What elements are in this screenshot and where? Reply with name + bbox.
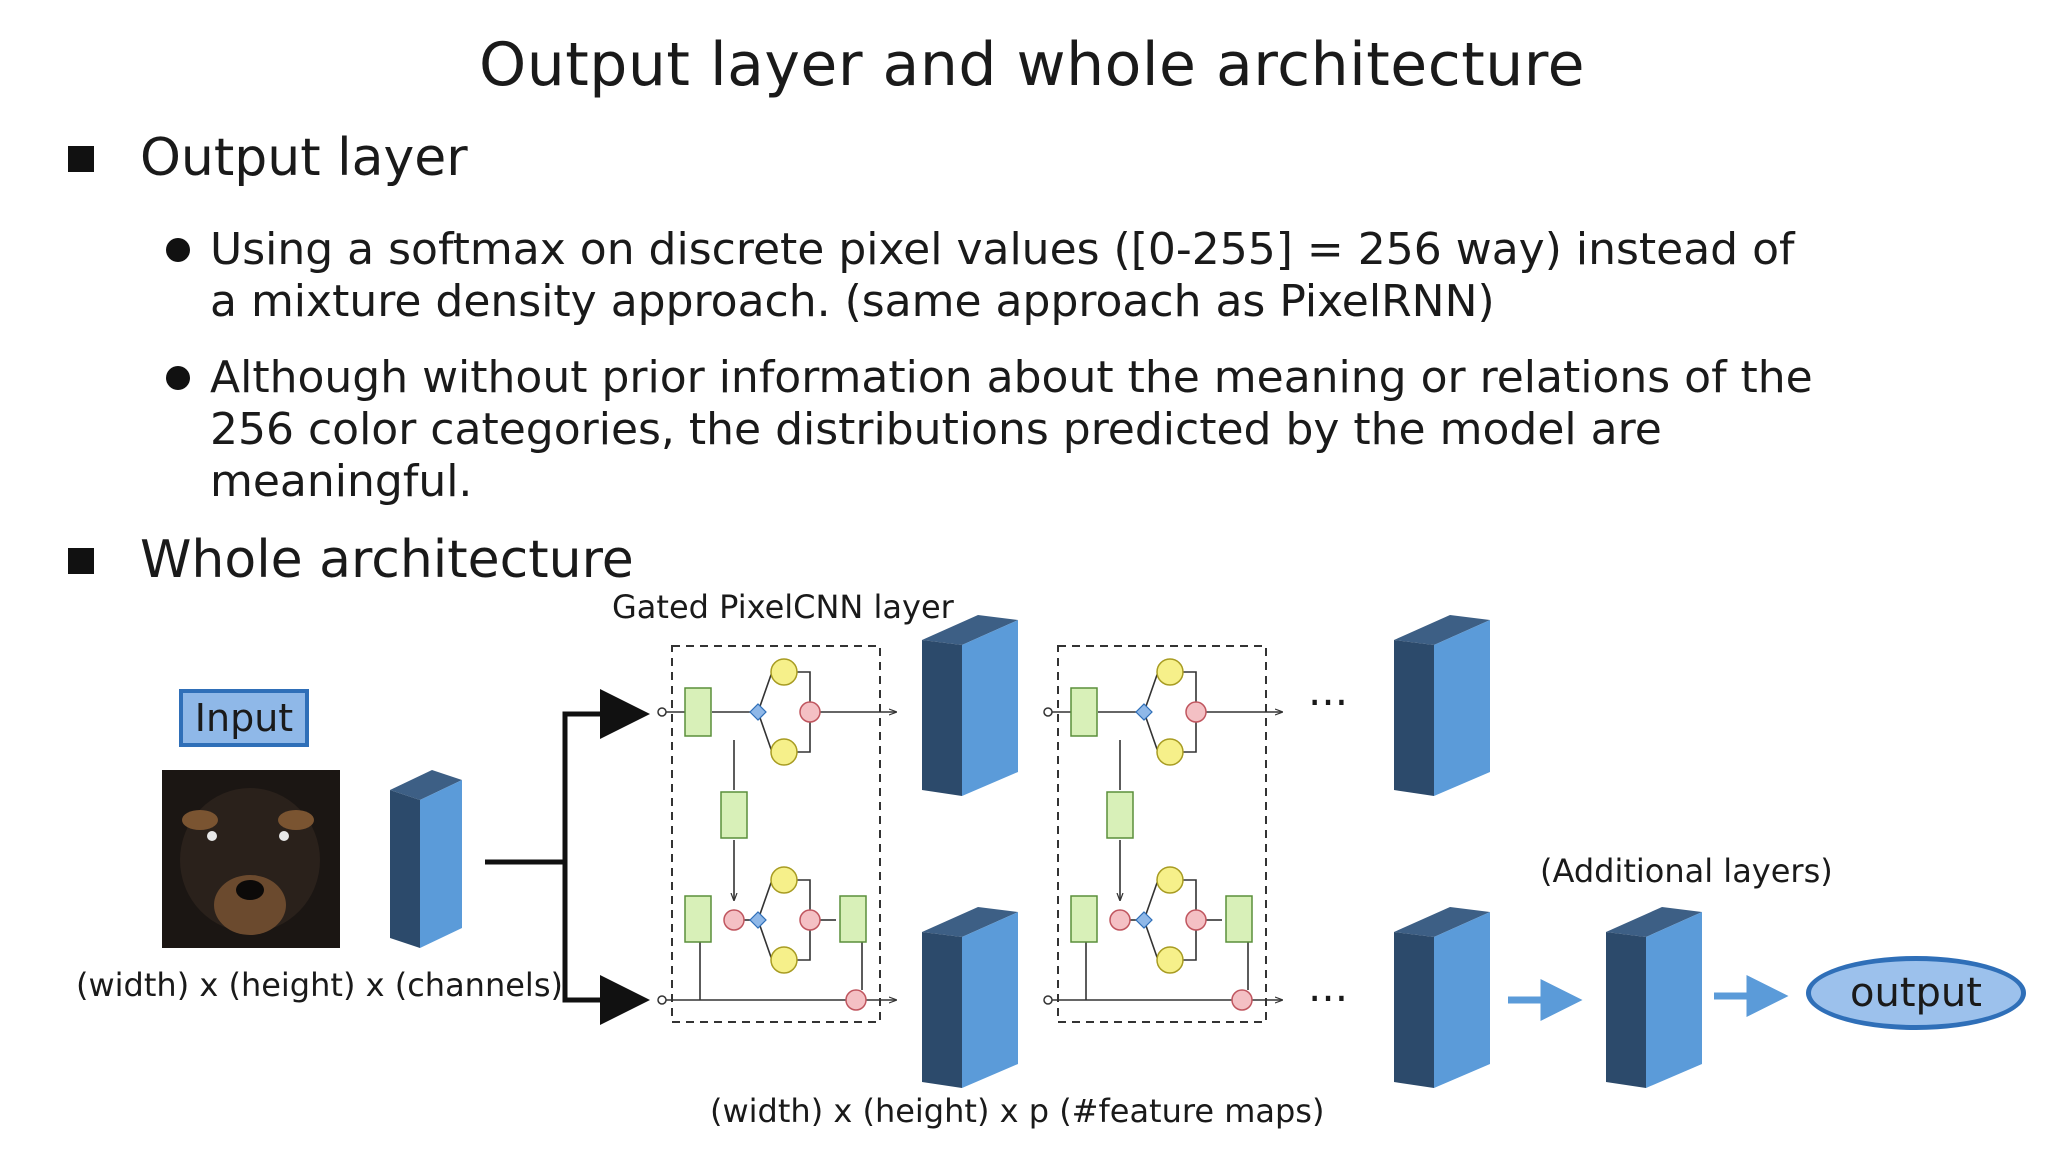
feature-block-top-2 xyxy=(1394,615,1490,796)
bullet-dot-icon xyxy=(166,238,190,262)
section-heading-whole-architecture: Whole architecture xyxy=(68,530,634,590)
input-image xyxy=(162,770,340,948)
gated-pixelcnn-layer-2 xyxy=(1043,645,1282,1023)
gated-pixelcnn-layer-1 xyxy=(657,645,896,1023)
feature-block-bottom-2 xyxy=(1394,907,1490,1088)
additional-layer-block xyxy=(1606,907,1702,1088)
bullet-dot-icon xyxy=(166,366,190,390)
additional-layers-label: (Additional layers) xyxy=(1540,852,1833,890)
gated-layer-label: Gated PixelCNN layer xyxy=(612,588,954,626)
bullet-item: Although without prior information about… xyxy=(166,352,1850,508)
section-heading-output-layer: Output layer xyxy=(68,128,468,188)
output-layer-heading-text: Output layer xyxy=(140,128,468,188)
input-dimensions-label: (width) x (height) x (channels) xyxy=(76,966,563,1004)
feature-block-bottom-1 xyxy=(922,907,1018,1088)
blue-arrows xyxy=(1508,975,1789,1021)
input-block xyxy=(390,770,462,948)
output-node: output xyxy=(1806,956,2026,1030)
ellipsis-bottom: ··· xyxy=(1308,974,1349,1023)
bullet-item: Using a softmax on discrete pixel values… xyxy=(166,224,1810,328)
whole-architecture-heading-text: Whole architecture xyxy=(140,530,634,590)
square-bullet-icon xyxy=(68,146,94,172)
bullet-text: Using a softmax on discrete pixel values… xyxy=(210,224,1795,327)
input-label-box: Input xyxy=(179,689,309,747)
ellipsis-top: ··· xyxy=(1308,678,1349,727)
feature-block-top-1 xyxy=(922,615,1018,796)
branch-arrows xyxy=(485,689,650,1025)
feature-dimensions-label: (width) x (height) x p (#feature maps) xyxy=(710,1092,1325,1130)
bullet-text: Although without prior information about… xyxy=(210,352,1813,507)
slide-title: Output layer and whole architecture xyxy=(478,30,1586,100)
square-bullet-icon xyxy=(68,548,94,574)
